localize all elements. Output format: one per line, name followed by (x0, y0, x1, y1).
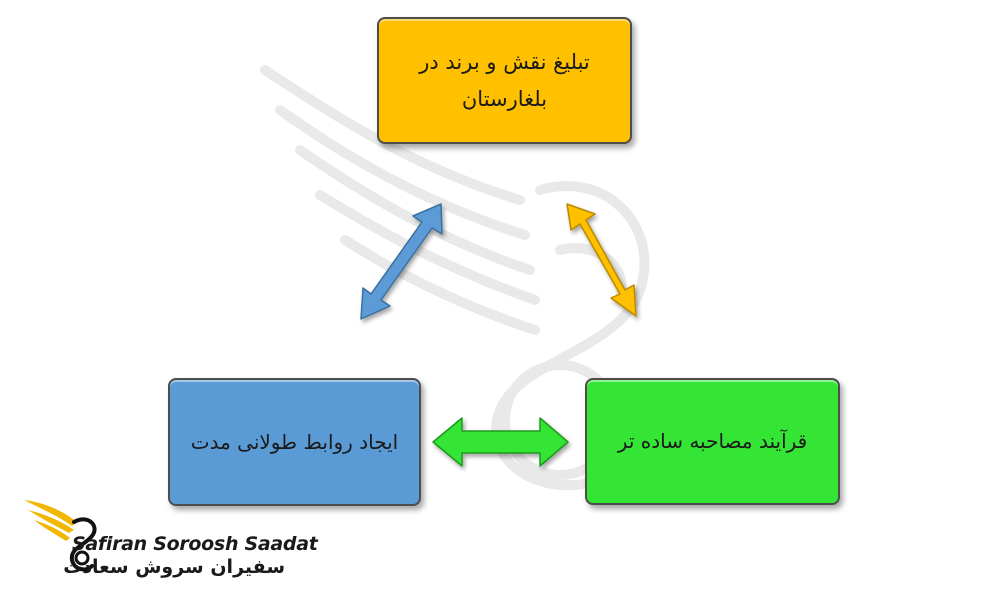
arrow-left-right (432, 417, 569, 467)
arrow-top-right (566, 203, 637, 317)
node-right: قرآیند مصاحبه ساده تر (585, 378, 840, 505)
node-top: تبلیغ نقش و برند در بلغارستان (377, 17, 632, 144)
node-left: ایجاد روابط طولانی مدت (168, 378, 421, 506)
arrow-left-top (360, 203, 443, 320)
logo-name-fa: سفیران سروش سعادت (63, 556, 285, 578)
logo-name-en: Safiran Soroosh Saadat (72, 533, 318, 555)
node-left-label: ایجاد روابط طولانی مدت (190, 429, 399, 454)
node-right-label: قرآیند مصاحبه ساده تر (617, 429, 808, 453)
node-top-label: تبلیغ نقش و برند در بلغارستان (419, 49, 590, 111)
company-logo-icon (24, 500, 97, 572)
